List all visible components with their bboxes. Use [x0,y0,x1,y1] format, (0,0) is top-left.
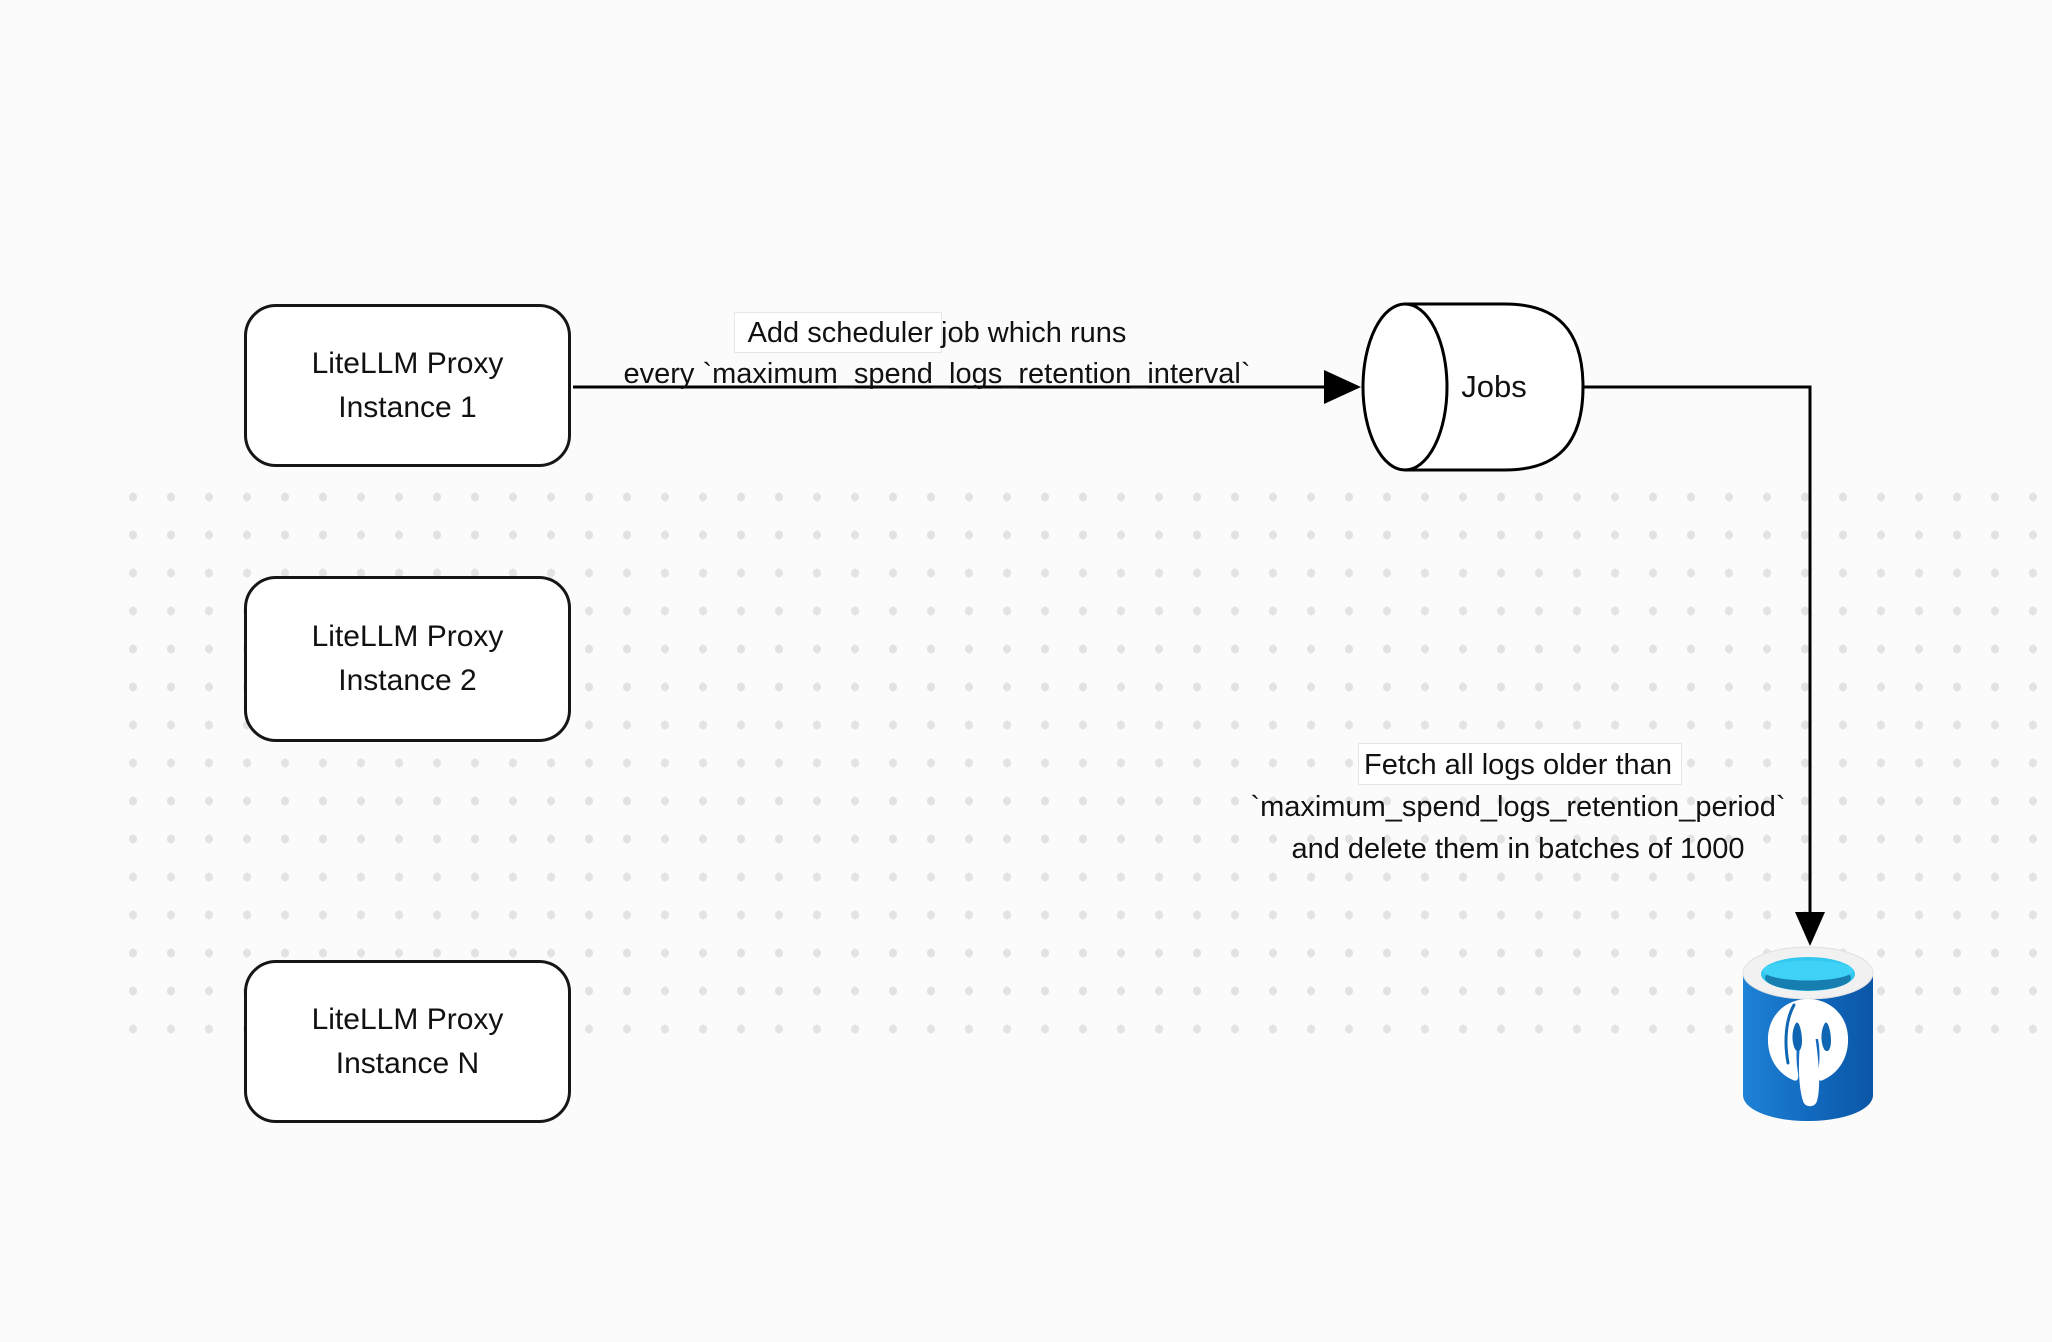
label-background-chip [1358,743,1682,785]
jobs-node-label: Jobs [1461,369,1527,404]
node-label-line: Instance 2 [338,664,477,697]
edge-label-line: `maximum_spend_logs_retention_period` [1250,791,1786,823]
edge-label-line: Add scheduler job which runs [747,317,1127,349]
arrow-jobs-to-postgres [1583,385,1825,946]
node-label-line: LiteLLM Proxy [311,620,504,653]
edge-label-fetch-and-delete: Fetch all logs older than `maximum_spend… [1188,744,1848,870]
dot-grid-background [114,478,2052,1048]
node-proxy-instance-n: LiteLLM Proxy Instance N [244,960,571,1123]
node-label-line: Instance 1 [338,390,477,424]
jobs-queue-cylinder [1361,302,1585,472]
postgresql-database-icon [1742,946,1874,1121]
node-proxy-instance-2: LiteLLM Proxy Instance 2 [244,576,571,742]
edge-label-line: every `maximum_spend_logs_retention_inte… [623,358,1251,390]
node-proxy-instance-1: LiteLLM Proxy Instance 1 [244,304,571,467]
edge-label-line: Fetch all logs older than [1364,749,1672,781]
node-label-line: LiteLLM Proxy [311,346,504,380]
arrowhead-down-icon [1795,912,1825,946]
postgres-elephant-icon [1767,999,1849,1107]
edge-label-add-scheduler-job: Add scheduler job which runs every `maxi… [537,313,1337,395]
edge-label-line: and delete them in batches of 1000 [1291,833,1745,865]
arrow-proxy-to-jobs [573,370,1361,404]
label-background-chip [734,312,942,353]
cylinder-cap-ellipse [1361,302,1449,472]
db-liquid-highlight [1763,960,1853,981]
node-label-line: LiteLLM Proxy [311,1002,504,1036]
arrowhead-right-icon [1324,370,1361,404]
node-label-line: Instance N [335,1046,480,1080]
